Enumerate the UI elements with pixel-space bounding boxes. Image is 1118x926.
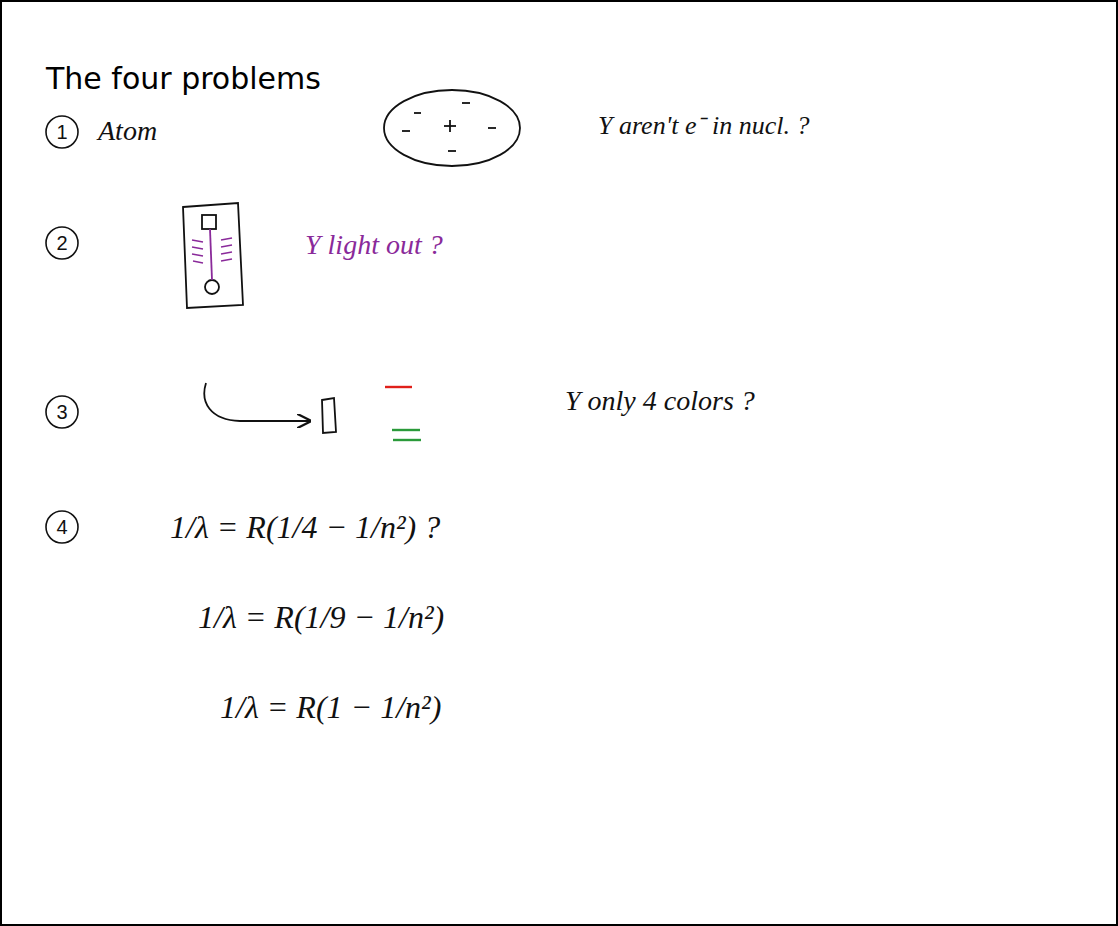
- item-label: Atom: [98, 116, 157, 147]
- callout-number: 2: [56, 232, 67, 254]
- number-circle: [46, 227, 78, 259]
- callout-number: 3: [56, 401, 67, 423]
- number-circle: [46, 116, 78, 148]
- question-note: Y light out ?: [305, 230, 443, 261]
- slide-title: The four problems: [46, 62, 321, 95]
- atom-drawing: [384, 90, 520, 166]
- question-note: Y aren't e⁻ in nucl. ?: [598, 112, 809, 141]
- equation: 1/λ = R(1/9 − 1/n²): [198, 600, 444, 635]
- equation: 1/λ = R(1 − 1/n²): [220, 690, 441, 725]
- discharge-tube: [183, 203, 243, 308]
- spectroscope: [204, 383, 421, 440]
- number-circle: [46, 396, 78, 428]
- callout-number: 4: [56, 516, 67, 538]
- number-circle: [46, 511, 78, 543]
- question-note: Y only 4 colors ?: [565, 386, 755, 417]
- callout-number: 1: [56, 121, 67, 143]
- equation: 1/λ = R(1/4 − 1/n²) ?: [170, 510, 440, 545]
